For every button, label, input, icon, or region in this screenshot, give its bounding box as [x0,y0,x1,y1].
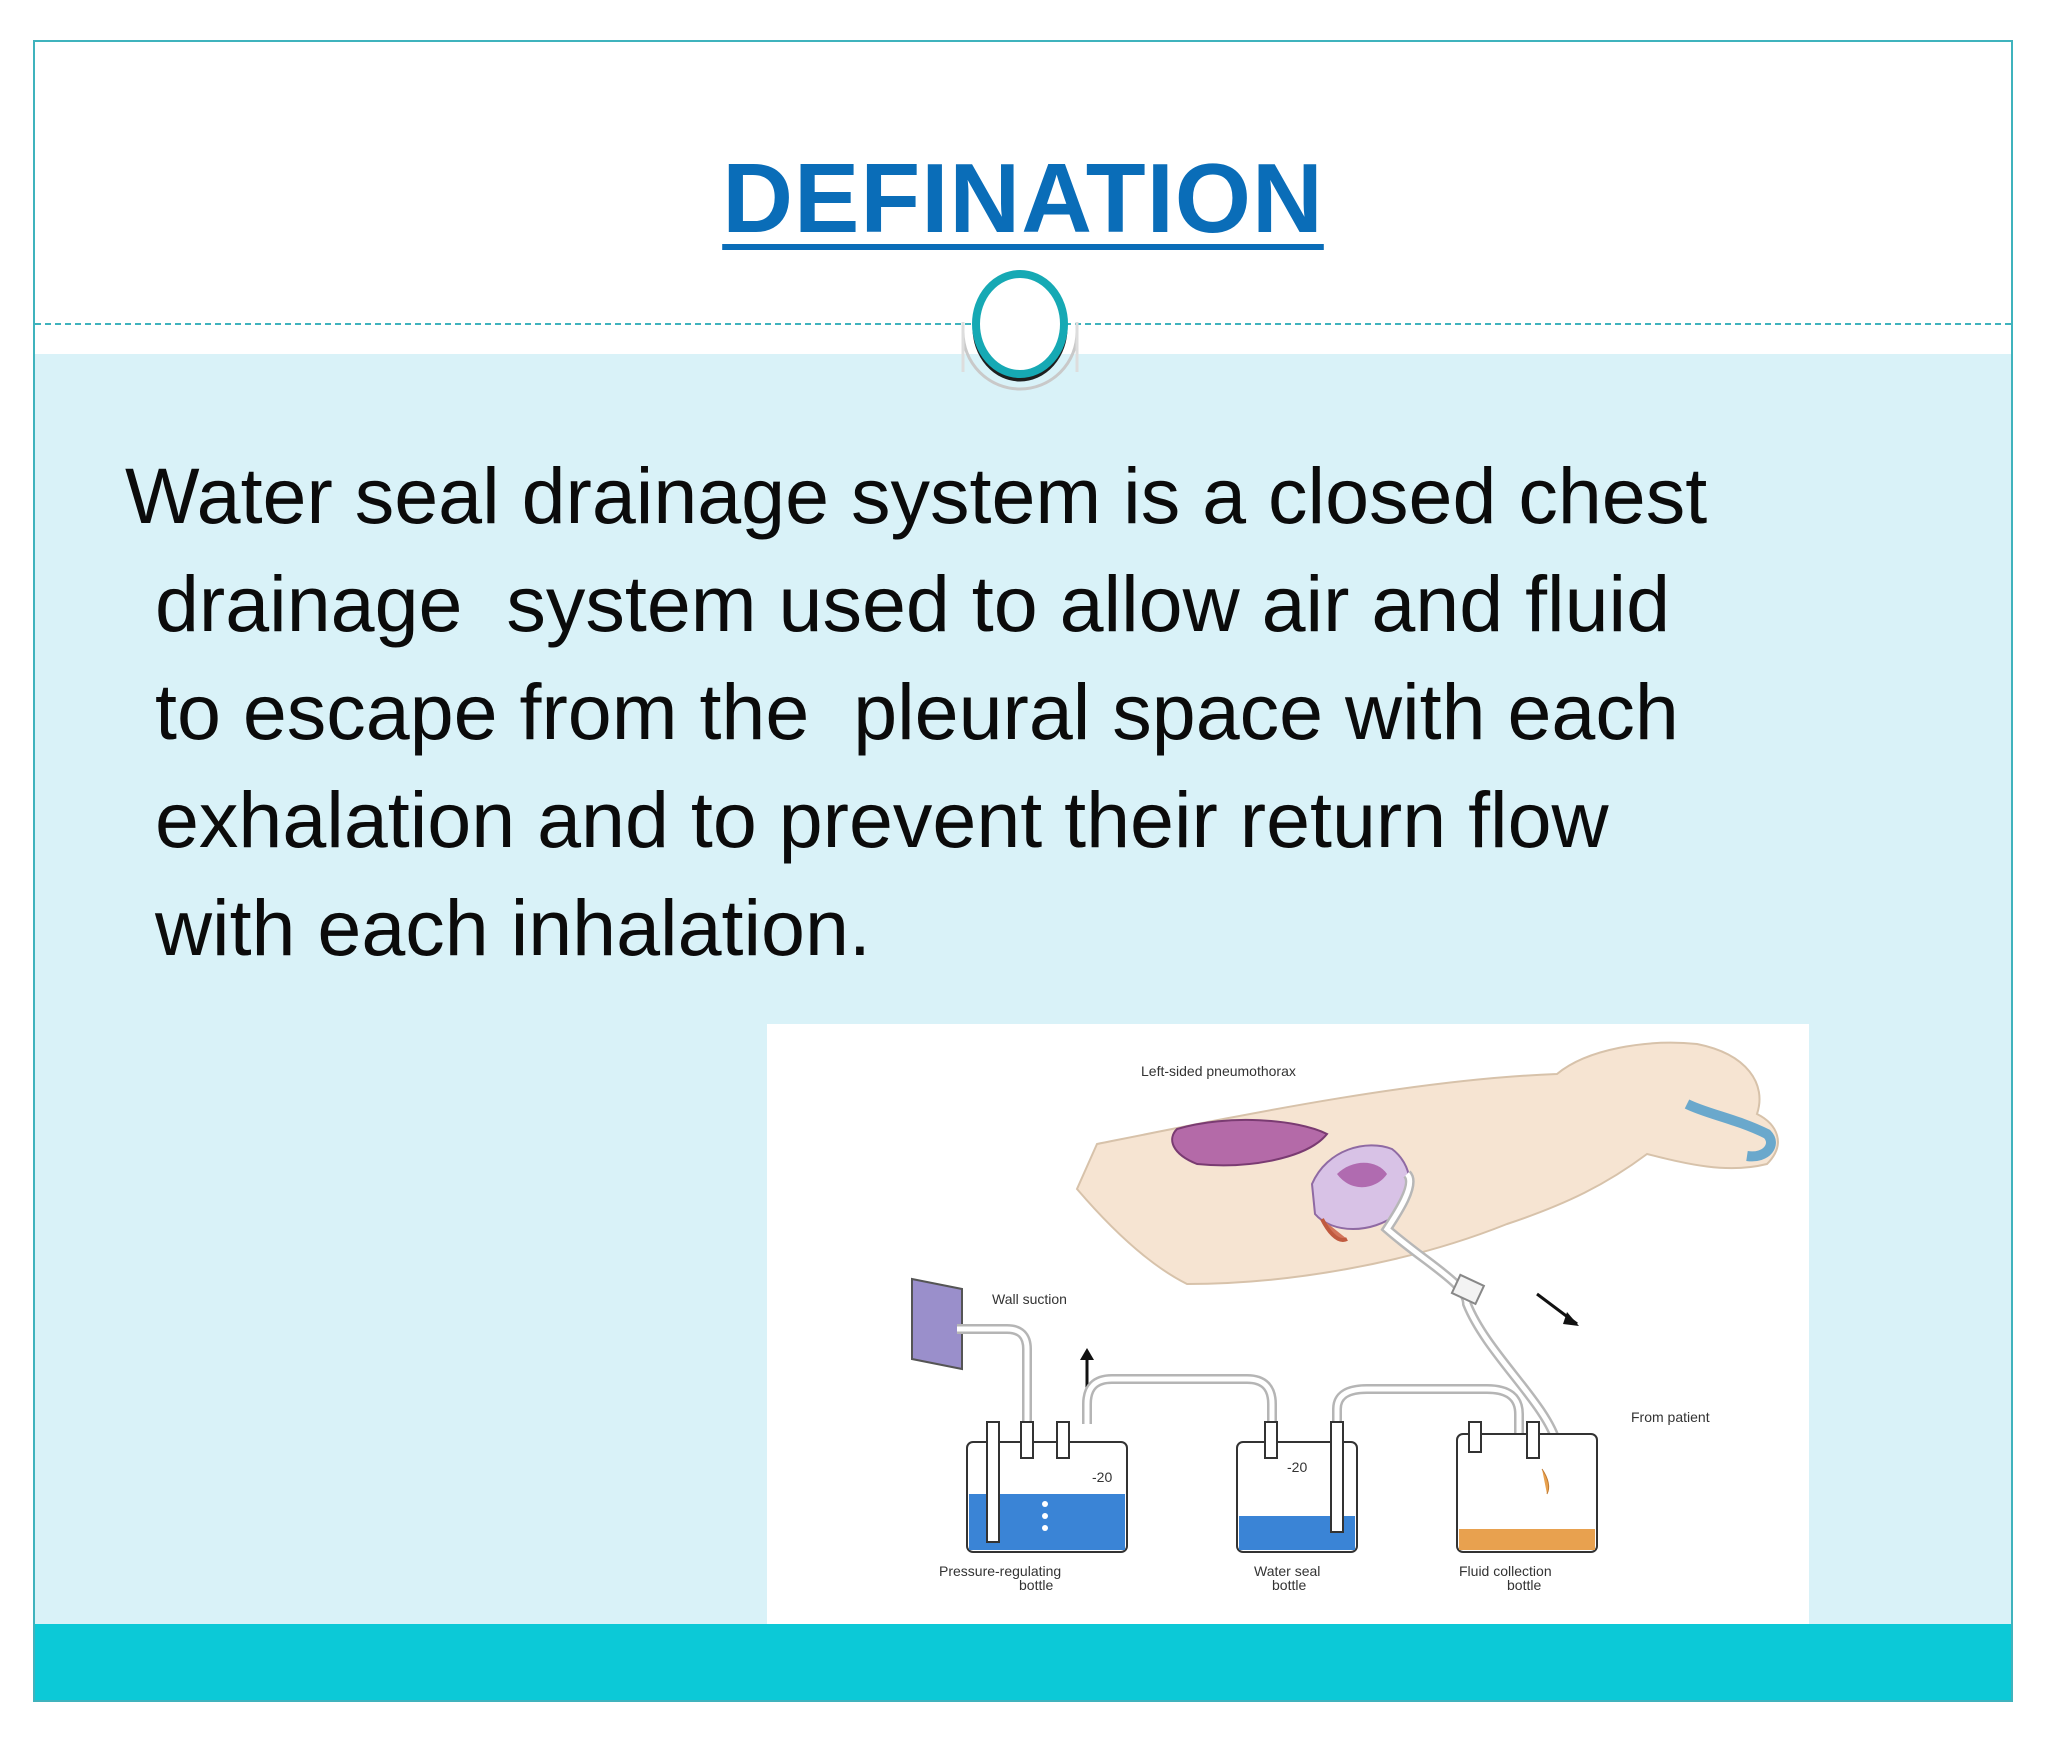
oxygen-mask-shape [1684,1099,1776,1162]
bottle3-label: Fluid collection [1459,1563,1552,1579]
patient-body-shape [1075,1041,1779,1286]
wall-suction-label: Wall suction [992,1291,1067,1307]
slide: DEFINATION Water seal drainage system is… [33,40,2013,1702]
wall-suction-plate [911,1277,963,1371]
footer-band [35,1624,2011,1700]
definition-line: exhalation and to prevent their return f… [155,775,1609,864]
bottle2-label-line2: bottle [1272,1577,1306,1593]
pneumothorax-label: Left-sided pneumothorax [1141,1063,1296,1079]
lung-shape [1171,1118,1329,1167]
bottle1-label: Pressure-regulating [939,1563,1061,1579]
definition-paragraph: Water seal drainage system is a closed c… [125,442,1985,982]
from-patient-label: From patient [1631,1409,1710,1425]
collapsed-lung-inner [1337,1162,1387,1188]
circle-ornament-icon [961,270,1079,391]
connecting-tube-1 [1082,1374,1277,1424]
suction-tube [957,1324,1032,1424]
blood-shape [1320,1218,1348,1242]
slide-title-text: DEFINATION [722,143,1324,253]
bottle1-pressure-label: -20 [1092,1469,1112,1485]
definition-line: to escape from the pleural space with ea… [155,667,1679,756]
slide-title: DEFINATION [35,142,2011,255]
connecting-tube-2 [1332,1384,1524,1434]
drainage-system-illustration: Left-sided pneumothorax Wall suction -20… [767,1024,1809,1624]
bottle1-label-line2: bottle [1019,1577,1053,1593]
definition-line: drainage system used to allow air and fl… [155,559,1671,648]
bottle2-pressure-label: -20 [1287,1459,1307,1475]
bottle3-label-line2: bottle [1507,1577,1541,1593]
definition-line: with each inhalation. [155,883,871,972]
bottle2-label: Water seal [1254,1563,1320,1579]
definition-line: Water seal drainage system is a closed c… [125,451,1708,540]
